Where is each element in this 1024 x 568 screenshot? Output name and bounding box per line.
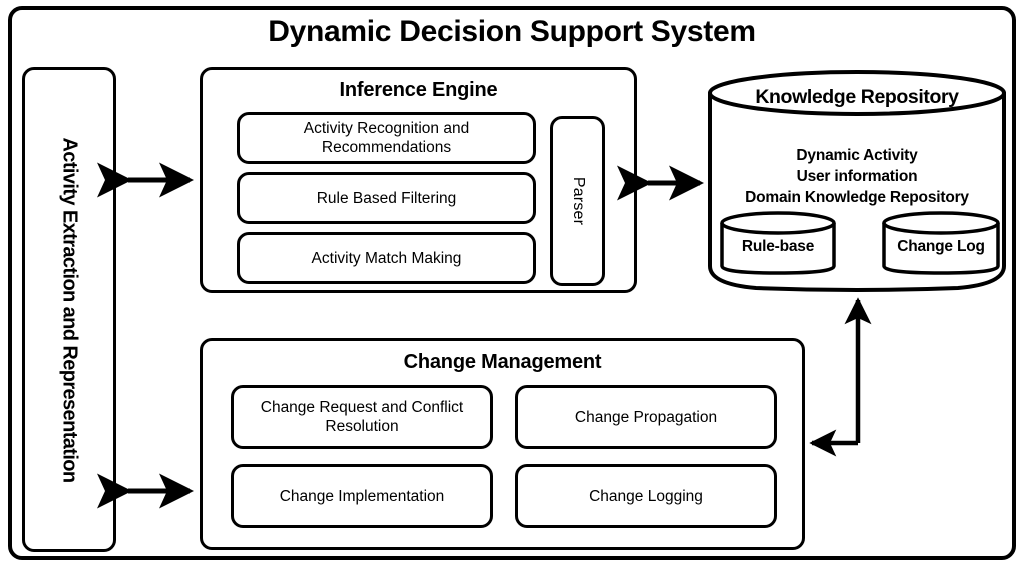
knowledge-repository-title: Knowledge Repository — [755, 86, 959, 108]
change-management-title: Change Management — [403, 351, 602, 373]
module-activity-recognition[interactable]: Activity Recognition and Recommendations — [237, 112, 536, 164]
kr-content-line-2: Domain Knowledge Repository — [745, 189, 969, 206]
sub-store-rule-base-label: Rule-base — [741, 238, 815, 255]
module-change-request-conflict-resolution[interactable]: Change Request and Conflict Resolution — [231, 385, 493, 449]
module-rule-based-filtering[interactable]: Rule Based Filtering — [237, 172, 536, 224]
inference-engine-group[interactable]: Inference Engine Activity Recognition an… — [200, 67, 637, 293]
module-change-propagation[interactable]: Change Propagation — [515, 385, 777, 449]
kr-content-line-0: Dynamic Activity — [796, 147, 918, 164]
module-activity-match-making[interactable]: Activity Match Making — [237, 232, 536, 284]
activity-extraction-panel-label: Activity Extraction and Representation — [58, 136, 81, 483]
knowledge-repository-store[interactable]: Knowledge Repository Dynamic Activity Us… — [706, 70, 1008, 292]
inference-engine-title: Inference Engine — [339, 79, 498, 101]
module-change-logging[interactable]: Change Logging — [515, 464, 777, 528]
page-title: Dynamic Decision Support System — [268, 15, 756, 48]
change-management-group[interactable]: Change Management Change Request and Con… — [200, 338, 805, 550]
module-change-implementation[interactable]: Change Implementation — [231, 464, 493, 528]
sub-store-change-log-label: Change Log — [897, 238, 985, 255]
module-parser[interactable]: Parser — [550, 116, 605, 286]
kr-content-line-1: User information — [796, 168, 918, 185]
database-cylinder-icon — [708, 70, 1006, 292]
activity-extraction-panel[interactable]: Activity Extraction and Representation — [22, 67, 116, 552]
knowledge-repository-contents: Dynamic Activity User information Domain… — [706, 145, 1008, 208]
module-parser-label: Parser — [569, 176, 587, 226]
